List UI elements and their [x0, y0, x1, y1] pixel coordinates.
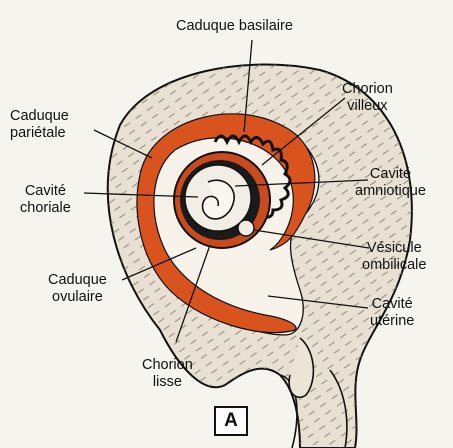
- label-cavite-uterine: Cavité utérine: [370, 296, 414, 330]
- label-vesicule-ombilicale: Vésicule ombilicale: [362, 240, 426, 274]
- label-caduque-ovulaire: Caduque ovulaire: [48, 272, 107, 306]
- label-cavite-amniotique: Cavité amniotique: [355, 166, 426, 200]
- label-chorion-villeux: Chorion villeux: [342, 81, 393, 115]
- label-caduque-parietale: Caduque pariétale: [10, 108, 69, 142]
- label-cavite-choriale: Cavité choriale: [20, 183, 71, 217]
- label-chorion-lisse: Chorion lisse: [142, 357, 193, 391]
- panel-letter: A: [214, 406, 248, 436]
- label-caduque-basilaire: Caduque basilaire: [176, 18, 293, 35]
- yolk-sac: [238, 220, 254, 236]
